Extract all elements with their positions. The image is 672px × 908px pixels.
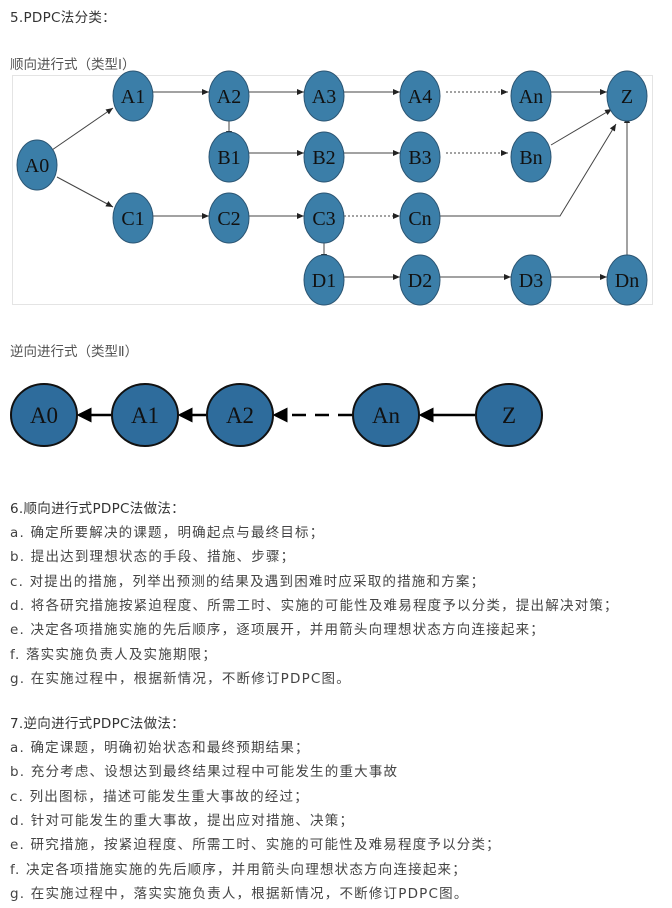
node-label: A2 — [226, 403, 254, 428]
node-label: Z — [502, 403, 516, 428]
node-label: Cn — [408, 208, 431, 230]
node-label: C1 — [121, 208, 144, 230]
section7-item: c. 列出图标，描述可能发生重大事故的经过； — [10, 788, 309, 805]
section7-heading: 7.逆向进行式PDPC法做法： — [10, 716, 185, 732]
node-C2: C2 — [208, 192, 250, 244]
section6-item: f. 落实实施负责人及实施期限； — [10, 646, 218, 663]
section7-item: e. 研究措施，按紧迫程度、所需工时、实施的可能性及难易程度予以分类； — [10, 837, 501, 854]
node-label: A2 — [217, 86, 241, 108]
node-label: A4 — [408, 86, 432, 108]
node-A2: A2 — [208, 70, 250, 122]
node-label: Dn — [615, 270, 639, 292]
node-An: An — [510, 70, 552, 122]
node-A0: A0 — [16, 139, 58, 191]
node-label: D1 — [312, 270, 336, 292]
node-label: C2 — [217, 208, 240, 230]
node-label: D3 — [519, 270, 543, 292]
section7-item: a. 确定课题，明确初始状态和最终预期结果； — [10, 740, 310, 756]
node-D1: D1 — [303, 254, 345, 306]
node-label: A0 — [25, 155, 49, 177]
node-An: An — [352, 383, 420, 447]
node-A4: A4 — [399, 70, 441, 122]
section6-item: c. 对提出的措施，列举出预测的结果及遇到困难时应采取的措施和方案； — [10, 573, 486, 590]
section6-item: g. 在实施过程中，根据新情况，不断修订PDPC图。 — [10, 670, 351, 687]
node-label: An — [519, 86, 543, 108]
section7-item: b. 充分考虑、设想达到最终结果过程中可能发生的重大事故 — [10, 764, 399, 781]
node-B2: B2 — [303, 131, 345, 183]
node-label: B3 — [408, 147, 431, 169]
node-Dn: Dn — [606, 254, 648, 306]
node-Cn: Cn — [399, 192, 441, 244]
type1-label: 顺向进行式（类型Ⅰ） — [10, 57, 136, 73]
edge-arrow — [51, 107, 114, 151]
section6-heading: 6.顺向进行式PDPC法做法： — [10, 501, 185, 517]
node-A0: A0 — [10, 383, 78, 447]
node-label: C3 — [312, 208, 335, 230]
section6-item: d. 将各研究措施按紧迫程度、所需工时、实施的可能性及难易程度予以分类，提出解决… — [10, 597, 619, 614]
section6-item: e. 决定各项措施实施的先后顺序，逐项展开，并用箭头向理想状态方向连接起来； — [10, 622, 545, 639]
section5-heading: 5.PDPC法分类： — [10, 10, 116, 26]
edge-arrow — [56, 176, 114, 208]
node-label: B2 — [312, 147, 335, 169]
node-A2: A2 — [206, 383, 274, 447]
node-B1: B1 — [208, 131, 250, 183]
node-Bn: Bn — [510, 131, 552, 183]
node-label: A1 — [131, 403, 159, 428]
edge-arrow — [550, 108, 613, 146]
section7-item: g. 在实施过程中，落实实施负责人，根据新情况，不断修订PDPC图。 — [10, 885, 469, 902]
node-A1: A1 — [112, 70, 154, 122]
edge-arrow — [440, 123, 617, 217]
node-D3: D3 — [510, 254, 552, 306]
node-B3: B3 — [399, 131, 441, 183]
node-Z: Z — [475, 383, 543, 447]
node-A1: A1 — [111, 383, 179, 447]
section7-item: f. 决定各项措施实施的先后顺序，并用箭头向理想状态方向连接起来； — [10, 861, 467, 878]
node-label: A3 — [312, 86, 336, 108]
section6-item: b. 提出达到理想状态的手段、措施、步骤； — [10, 549, 296, 566]
node-label: An — [372, 403, 401, 428]
node-D2: D2 — [399, 254, 441, 306]
section7-item: d. 针对可能发生的重大事故，提出应对措施、决策； — [10, 812, 355, 829]
section6-item: a. 确定所要解决的课题，明确起点与最终目标； — [10, 525, 325, 541]
node-label: B1 — [217, 147, 240, 169]
node-label: Bn — [519, 147, 542, 169]
node-label: A0 — [30, 403, 58, 428]
node-label: A1 — [121, 86, 145, 108]
node-Z: Z — [606, 70, 648, 122]
node-label: D2 — [408, 270, 432, 292]
type2-label: 逆向进行式（类型Ⅱ） — [10, 344, 139, 360]
node-C3: C3 — [303, 192, 345, 244]
reverse-pdpc-diagram: A0 A1 A2 An Z — [10, 383, 543, 447]
node-label: Z — [621, 86, 633, 108]
node-C1: C1 — [112, 192, 154, 244]
node-A3: A3 — [303, 70, 345, 122]
